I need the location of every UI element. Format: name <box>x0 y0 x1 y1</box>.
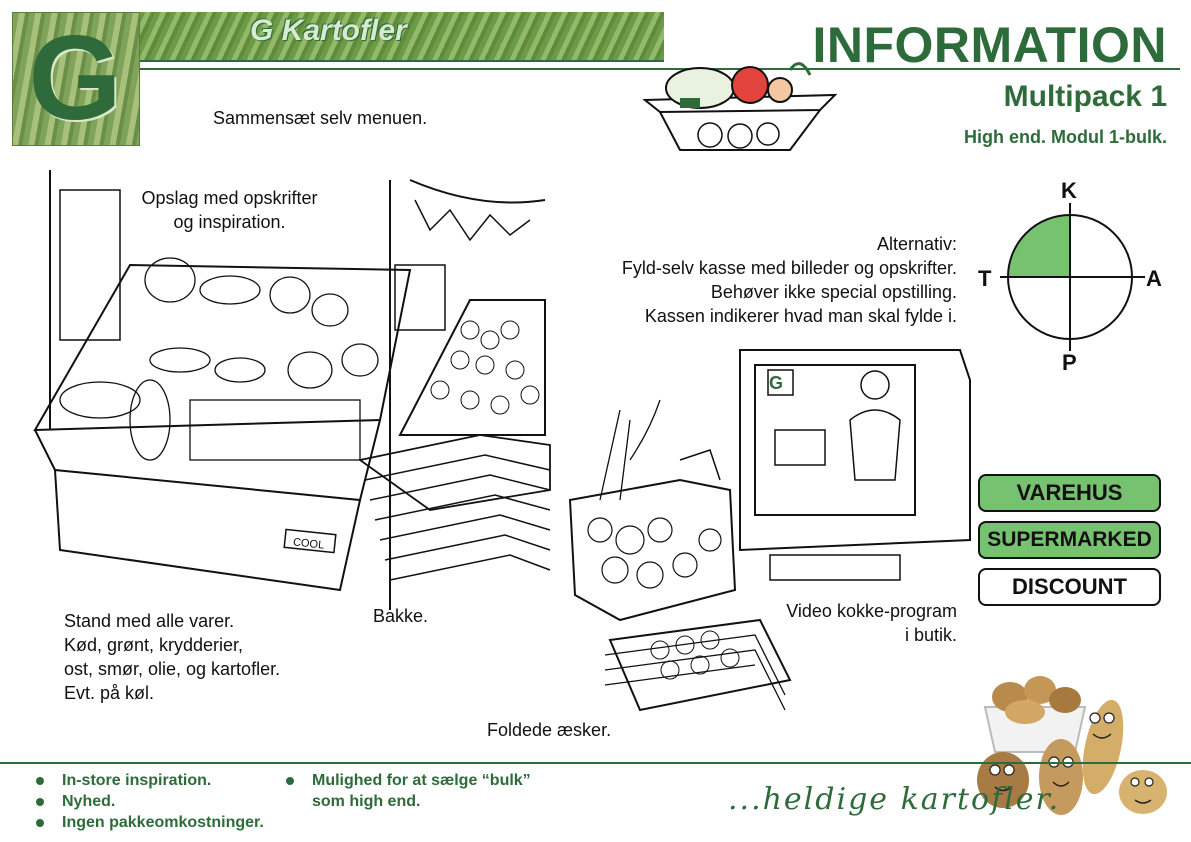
bullet-icon <box>36 798 44 806</box>
tray-illustration <box>642 62 838 151</box>
footer-bullet-text: som high end. <box>312 793 421 810</box>
channel-varehus-button[interactable]: VAREHUS <box>978 474 1161 512</box>
footer-rule <box>0 762 1191 764</box>
footer-bullet-continuation: som high end. <box>284 791 531 812</box>
footer-bullet: Nyhed. <box>34 791 264 812</box>
footer-bullet: Ingen pakkeomkostninger. <box>34 812 264 833</box>
page-subline: High end. Modul 1-bulk. <box>964 127 1167 147</box>
channel-discount-button[interactable]: DISCOUNT <box>978 568 1161 606</box>
caption-alternativ-line: Fyld-selv kasse med billeder og opskrift… <box>621 258 957 278</box>
quadrant-label-bottom: P <box>1062 350 1077 375</box>
bullet-icon <box>36 777 44 785</box>
brand-name: G Kartofler <box>250 14 407 47</box>
caption-foldede: Foldede æsker. <box>487 720 612 740</box>
caption-alternativ-line: Alternativ: <box>876 234 957 254</box>
intro-text: Sammensæt selv menuen. <box>213 108 428 128</box>
caption-alternativ: Alternativ: Fyld-selv kasse med billeder… <box>560 232 957 328</box>
bullet-icon <box>36 819 44 827</box>
box-and-tv-illustration <box>568 349 971 712</box>
tagline: ...heldige kartofler. <box>728 782 1061 817</box>
caption-opslag-line: Opslag med opskrifter <box>141 188 318 208</box>
footer-list-right: Mulighed for at sælge “bulk” som high en… <box>284 770 531 812</box>
footer-bullet: Mulighed for at sælge “bulk” <box>284 770 531 791</box>
caption-video-line: Video kokke-program <box>786 601 957 621</box>
page-subtitle: Multipack 1 <box>1003 80 1167 113</box>
caption-stand-line: Stand med alle varer. <box>64 611 235 631</box>
quadrant-label-top: K <box>1061 178 1077 203</box>
tv-logo: G <box>769 373 784 393</box>
caption-opslag-line: og inspiration. <box>173 212 286 232</box>
quadrant-label-left: T <box>978 266 992 291</box>
footer-list-left: In-store inspiration. Nyhed. Ingen pakke… <box>34 770 264 833</box>
caption-opslag: Opslag med opskrifter og inspiration. <box>132 186 327 234</box>
footer-bullet-text: Mulighed for at sælge “bulk” <box>312 772 531 789</box>
footer-bullet-text: In-store inspiration. <box>62 772 212 789</box>
bullet-icon <box>286 777 294 785</box>
footer-bullet: In-store inspiration. <box>34 770 264 791</box>
caption-stand-line: ost, smør, olie, og kartofler. <box>64 659 281 679</box>
caption-video-line: i butik. <box>904 625 957 645</box>
footer-bullet-text: Ingen pakkeomkostninger. <box>62 814 264 831</box>
caption-stand-line: Evt. på køl. <box>64 683 155 703</box>
brand-banner <box>140 12 664 62</box>
channel-supermarked-button[interactable]: SUPERMARKED <box>978 521 1161 559</box>
positioning-quadrant <box>1000 203 1145 351</box>
caption-stand: Stand med alle varer. Kød, grønt, krydde… <box>64 609 280 705</box>
caption-alternativ-line: Kassen indikerer hvad man skal fylde i. <box>644 306 957 326</box>
header-rule <box>140 68 1180 70</box>
page-title: INFORMATION <box>812 17 1167 73</box>
potato-characters-illustration <box>977 676 1167 815</box>
logo-background <box>12 12 140 146</box>
caption-stand-line: Kød, grønt, krydderier, <box>64 635 244 655</box>
caption-alternativ-line: Behøver ikke special opstilling. <box>710 282 957 302</box>
caption-bakke: Bakke. <box>373 606 429 626</box>
market-stand-illustration <box>33 170 551 610</box>
footer-bullet-text: Nyhed. <box>62 793 116 810</box>
caption-video: Video kokke-program i butik. <box>760 599 957 647</box>
quadrant-label-right: A <box>1146 266 1162 291</box>
brand-logo: G <box>28 11 122 145</box>
